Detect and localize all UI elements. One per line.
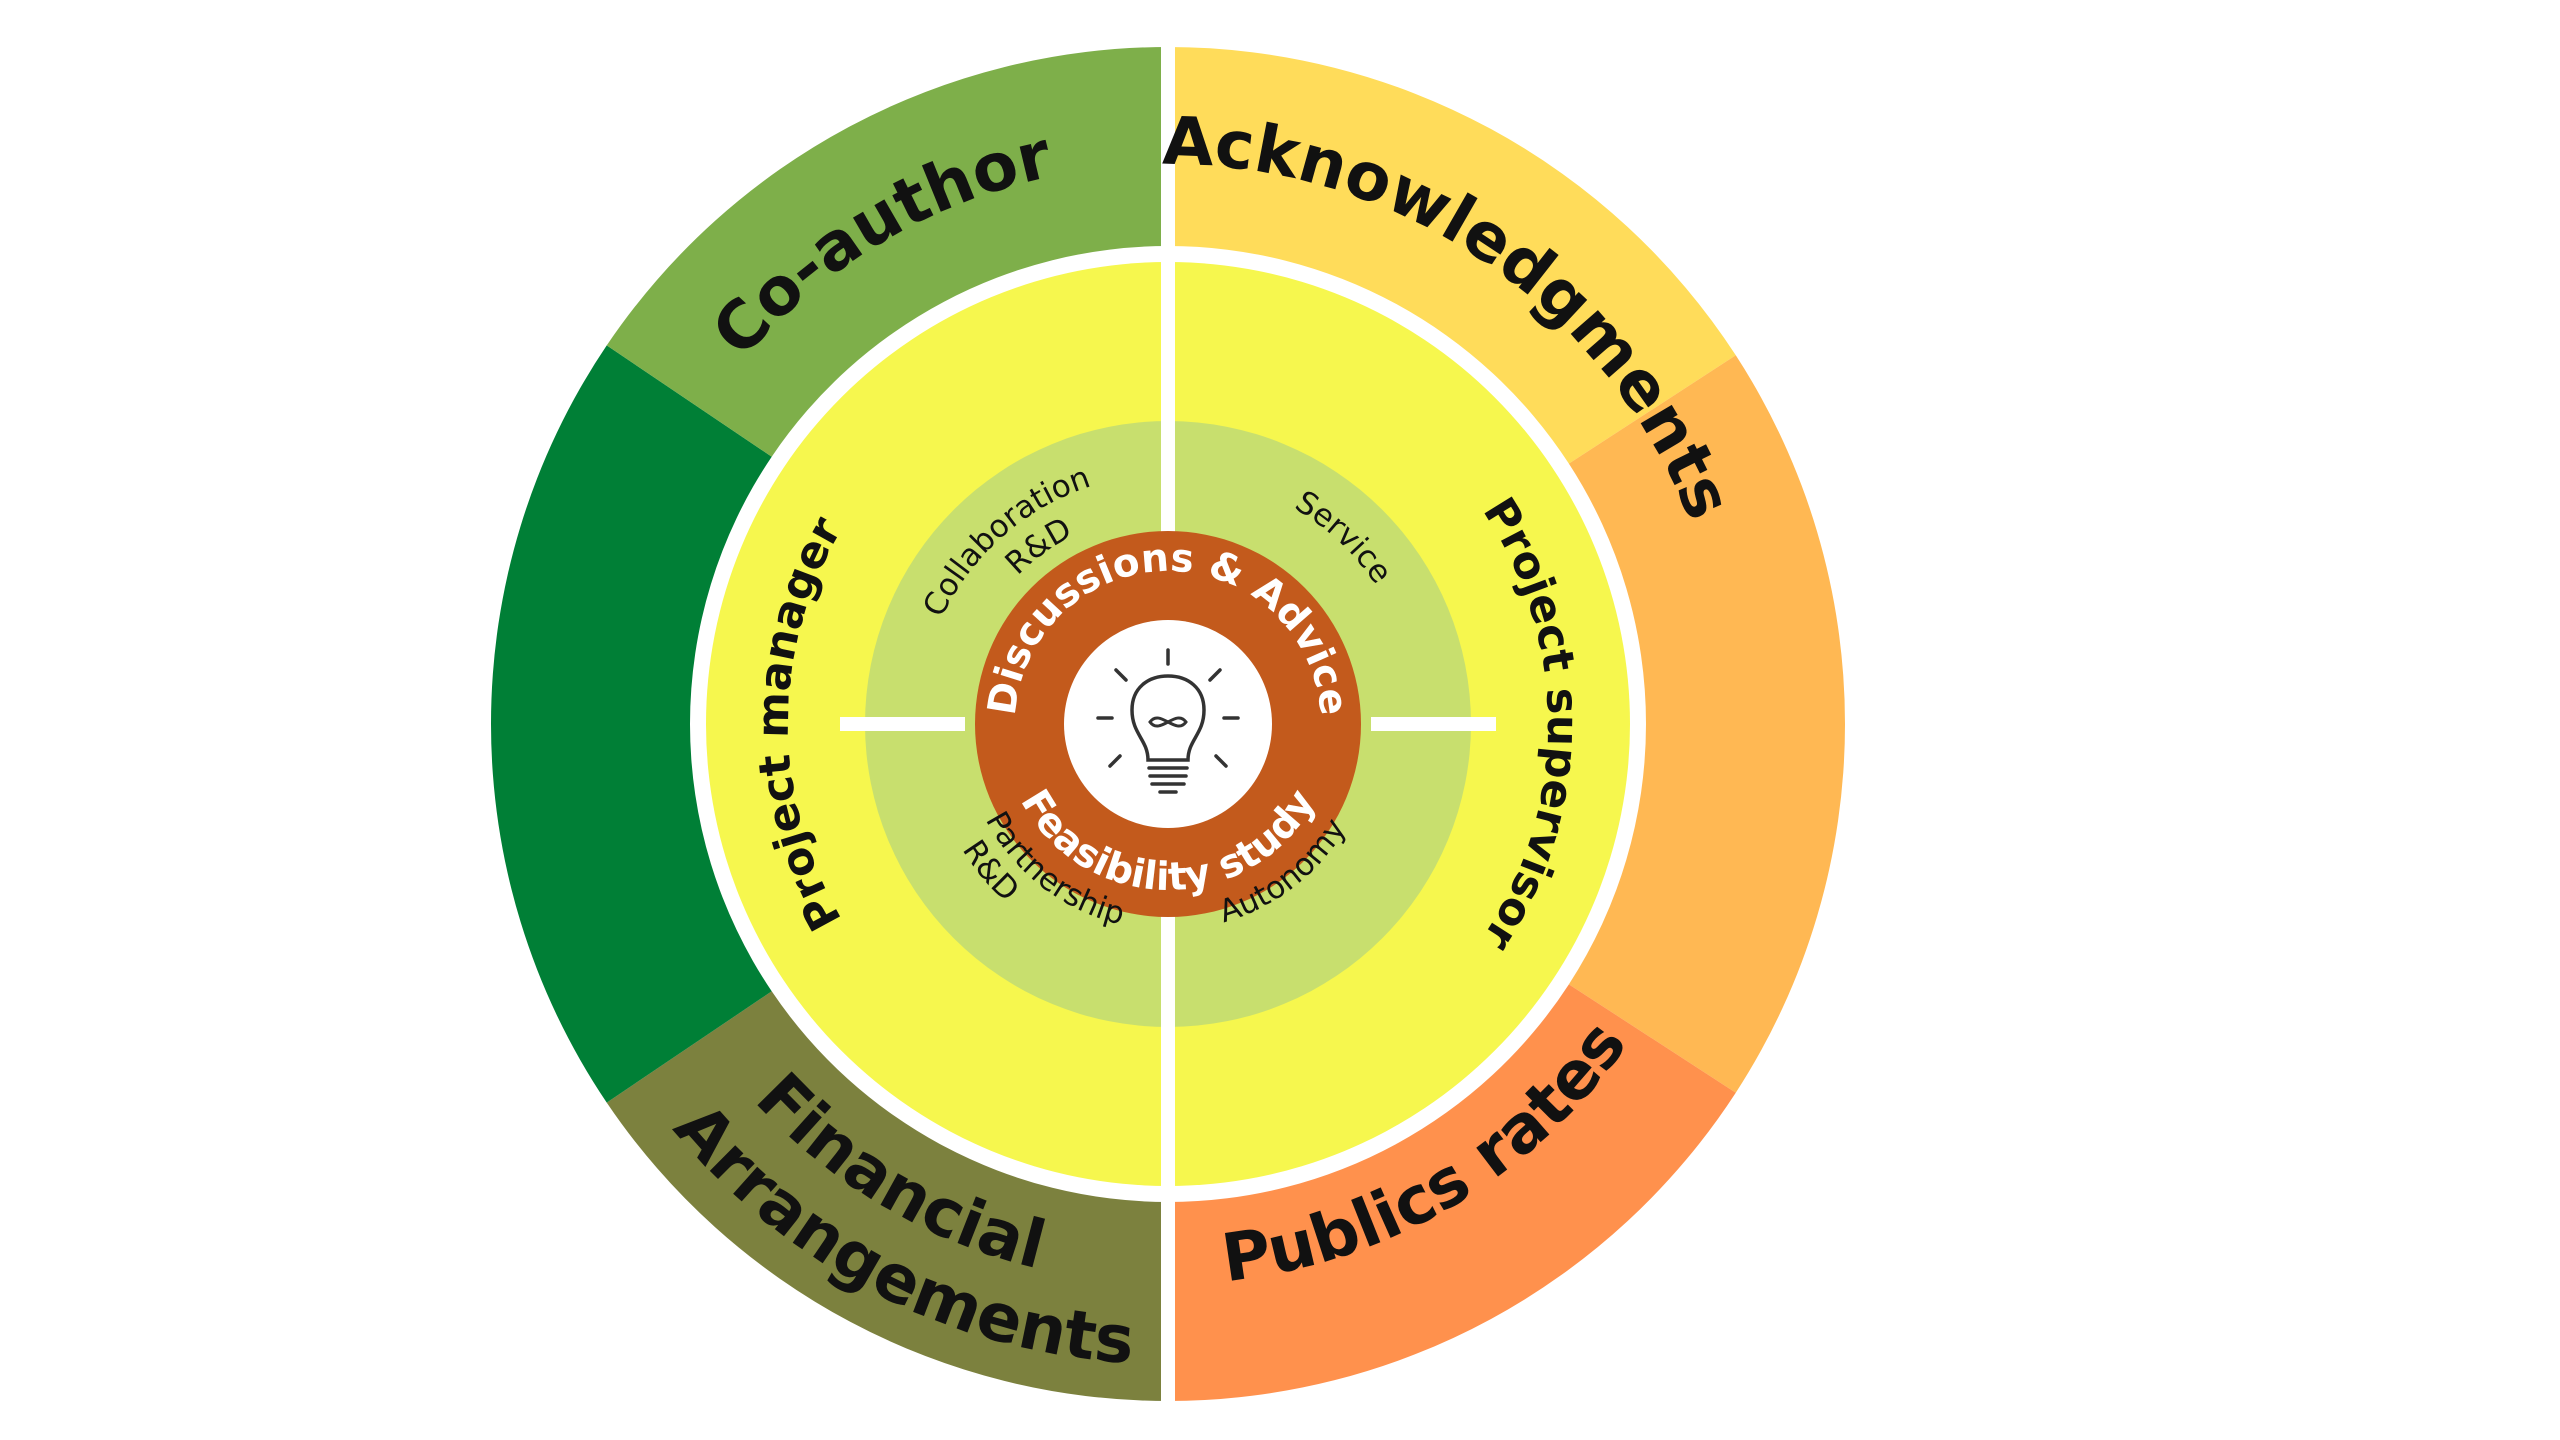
outer-segment-acknowledgments xyxy=(1168,47,1736,464)
outer-ring xyxy=(491,47,1845,1401)
lightbulb-dna-icon xyxy=(1096,648,1240,794)
outer-segment-co-author xyxy=(606,47,1168,457)
outer-segment-financial-arrangements xyxy=(606,991,1168,1401)
outer-segment-unlabeled-green xyxy=(491,345,772,1103)
outer-inner-gap xyxy=(695,251,1641,1197)
outer-segment-publics-rates xyxy=(1168,984,1736,1401)
outer-segment-unlabeled-orange xyxy=(1568,355,1845,1093)
